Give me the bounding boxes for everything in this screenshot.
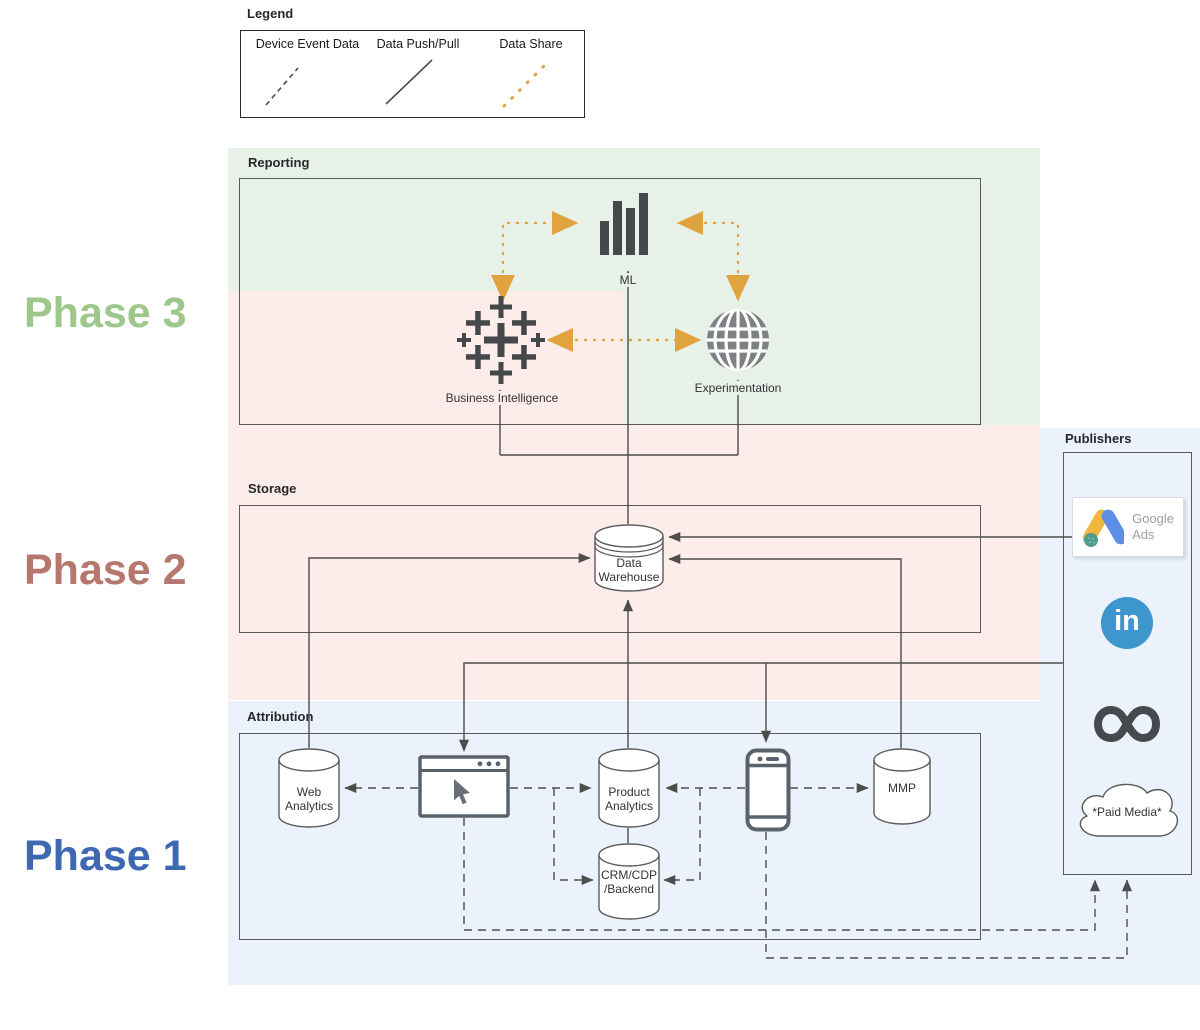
reporting-box: [239, 178, 981, 425]
cursor-arrow-icon: [454, 779, 470, 805]
meta-infinity-icon[interactable]: [1094, 704, 1160, 744]
crm-cdp-backend-cylinder[interactable]: [598, 843, 660, 921]
linkedin-in-text: in: [1114, 605, 1140, 637]
browser-window-icon[interactable]: [418, 755, 510, 818]
attribution-section-label: Attribution: [247, 709, 314, 724]
google-ads-card[interactable]: Google Ads: [1072, 497, 1184, 557]
phase-3-label: Phase 3: [24, 289, 187, 337]
mobile-phone-icon[interactable]: [745, 748, 791, 832]
product-analytics-label: Product Analytics: [604, 785, 654, 814]
crm-cdp-backend-label: CRM/CDP/Backend: [595, 868, 663, 897]
dotted-line-sample-icon: [502, 62, 548, 108]
experimentation-label: Experimentation: [688, 381, 788, 396]
crm-label-line2: /Backend: [603, 882, 655, 897]
business-intelligence-label: Business Intelligence: [442, 391, 562, 406]
storage-section-label: Storage: [248, 481, 297, 496]
phase-1-label: Phase 1: [24, 832, 187, 880]
ml-bar-3: [626, 208, 635, 255]
experimentation-globe-icon[interactable]: [705, 307, 771, 373]
product-analytics-cylinder[interactable]: [598, 748, 660, 829]
publishers-section-label: Publishers: [1065, 431, 1132, 446]
ml-bar-chart-icon[interactable]: [600, 190, 651, 255]
google-ads-label: Google Ads: [1132, 510, 1174, 542]
crm-label-line1: CRM/CDP: [601, 868, 657, 882]
web-analytics-cylinder[interactable]: [278, 748, 340, 829]
data-warehouse-label: Data Warehouse: [598, 556, 660, 585]
storage-box: [239, 505, 981, 633]
reporting-section-label: Reporting: [248, 155, 310, 170]
ml-label: ML: [603, 273, 653, 288]
business-intelligence-icon[interactable]: [456, 295, 546, 385]
legend-item-device-event-data: Device Event Data: [255, 37, 360, 51]
mmp-label: MMP: [888, 781, 916, 795]
ml-bar-4: [639, 193, 648, 255]
paid-media-label: *Paid Media*: [1092, 805, 1162, 819]
publishers-region-background: [1040, 428, 1200, 701]
data-warehouse-cylinder[interactable]: [594, 524, 664, 592]
mmp-cylinder[interactable]: [873, 748, 931, 826]
google-ads-logo-icon: [1082, 509, 1125, 547]
solid-line-sample-icon: [385, 59, 433, 105]
ml-bar-1: [600, 221, 609, 255]
legend-title: Legend: [247, 6, 294, 21]
linkedin-icon[interactable]: in: [1101, 597, 1153, 649]
web-analytics-label: Web Analytics: [284, 785, 334, 814]
legend-item-data-push-pull: Data Push/Pull: [376, 37, 460, 51]
dashed-line-sample-icon: [265, 67, 299, 106]
paid-media-cloud[interactable]: [1072, 772, 1182, 850]
ml-bar-2: [613, 201, 622, 255]
legend-item-data-share: Data Share: [499, 37, 563, 51]
legend-box: [240, 30, 585, 118]
phase-2-label: Phase 2: [24, 546, 187, 594]
